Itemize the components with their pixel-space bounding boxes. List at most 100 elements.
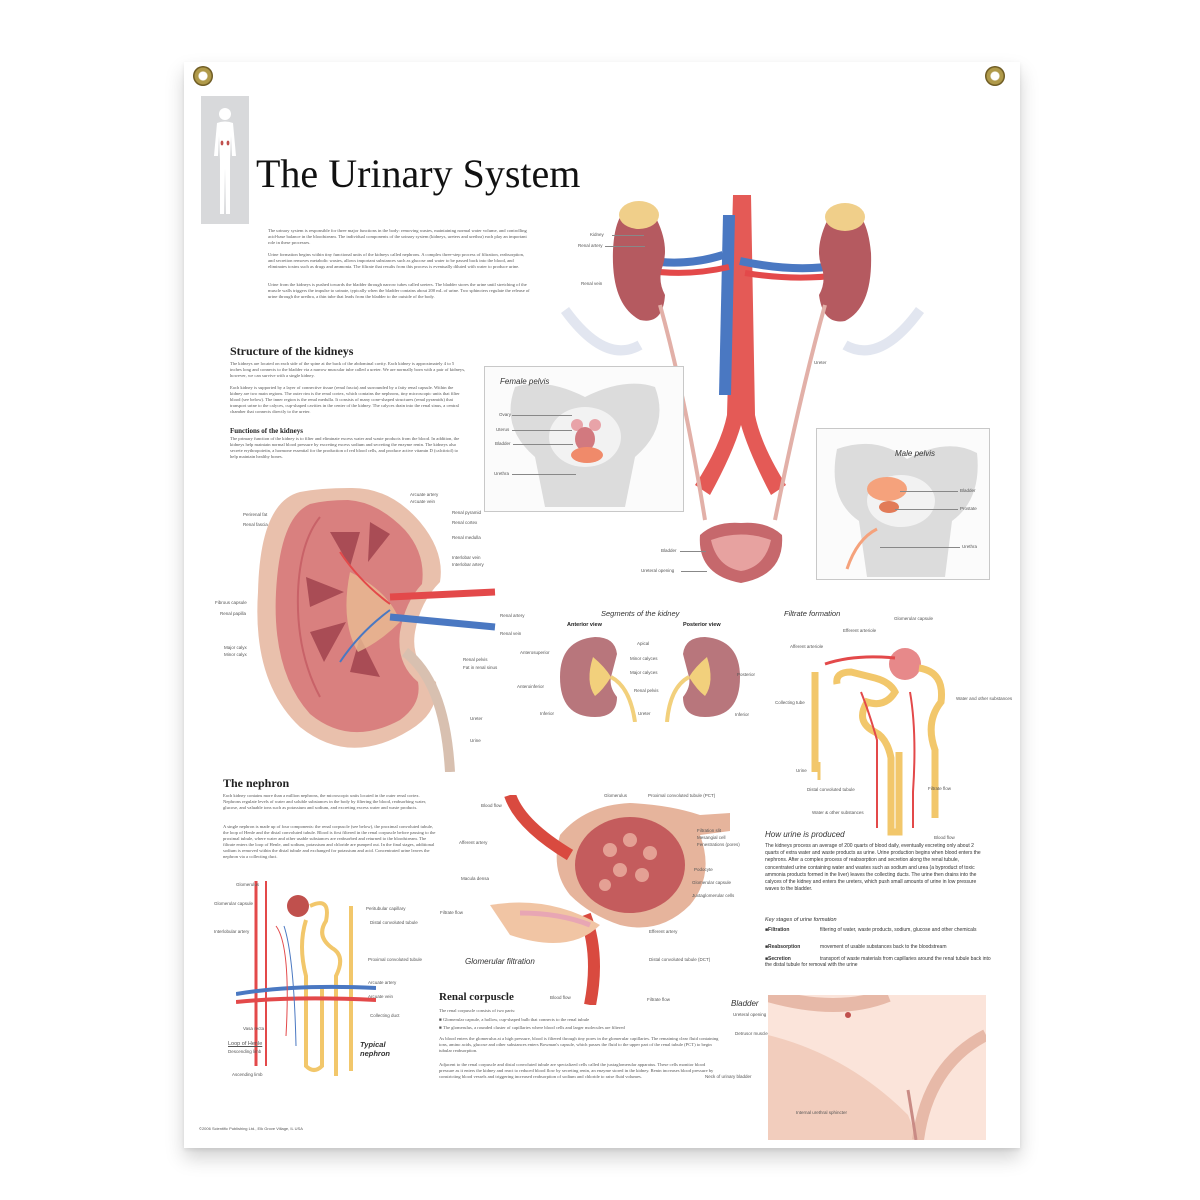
leader-line	[680, 551, 706, 552]
label-neph-capsule: Glomerular capsule	[214, 901, 254, 906]
nephron-heading: The nephron	[223, 776, 290, 790]
male-pelvis-inset	[816, 428, 990, 580]
kidneys-paragraph-2: Each kidney is supported by a layer of c…	[230, 385, 460, 414]
label-neph-glomerulus: Glomerulus	[236, 882, 260, 887]
label-ovary: Ovary	[499, 412, 512, 417]
leader-line	[513, 444, 573, 445]
label-ks-ureter: Ureter	[470, 716, 483, 721]
filtrate-formation-figure	[811, 648, 946, 836]
urinary-tract-figure	[560, 195, 925, 583]
label-pct: Proximal convoluted tubule (PCT)	[648, 793, 716, 798]
label-loop-henle: Loop of Henle	[228, 1041, 263, 1047]
label-gf-glomerular-capsule: Glomerular capsule	[692, 880, 732, 885]
label-posterior-segment: Posterior	[737, 672, 756, 677]
leader-line	[900, 491, 958, 492]
kidney-cross-section-figure	[257, 487, 496, 772]
label-neph-arcuate-artery: Arcuate artery	[368, 980, 397, 985]
label-bl-ureteral-opening: Ureteral opening	[733, 1012, 767, 1017]
leader-line	[512, 430, 572, 431]
label-major-calyx: Major calyx	[224, 645, 247, 650]
label-water-substances: Water and other substances	[956, 696, 1013, 701]
label-perirenal-fat: Perirenal fat	[243, 512, 268, 517]
label-ureter: Ureter	[814, 360, 827, 365]
label-renal-fascia: Renal fascia	[243, 522, 268, 527]
stage-desc: movement of usable substances back to th…	[820, 944, 947, 950]
label-peritubular: Peritubular capillary	[366, 906, 406, 911]
label-gf-filtrate-flow-2: Filtrate flow	[647, 997, 671, 1002]
intro-paragraph-3: Urine from the kidneys is pushed towards…	[268, 282, 530, 299]
label-renal-vein: Renal vein	[581, 281, 603, 286]
leader-line	[880, 547, 960, 548]
label-neph-arcuate-vein: Arcuate vein	[368, 994, 394, 999]
label-renal-cortex: Renal cortex	[452, 520, 478, 525]
label-interlobar-artery: Interlobar artery	[452, 562, 484, 567]
label-efferent-artery: Efferent artery	[649, 929, 678, 934]
stage-name: Secretion	[768, 956, 791, 962]
kidneys-heading: Structure of the kidneys	[230, 344, 354, 358]
label-male-bladder: Bladder	[960, 488, 976, 493]
label-blood-flow: Blood flow	[481, 803, 502, 808]
label-bladder: Bladder	[661, 548, 677, 553]
label-inferior-right: Inferior	[735, 712, 750, 717]
grommet-right	[985, 66, 1005, 86]
label-fil-dct: Distal convoluted tubule	[807, 787, 855, 792]
label-afferent-arteriole: Afferent arteriole	[790, 644, 824, 649]
typical-nephron-figure	[236, 881, 376, 1076]
functions-heading: Functions of the kidneys	[230, 427, 303, 435]
stage-name: Reabsorption	[768, 944, 801, 950]
grommet-left	[193, 66, 213, 86]
typical-nephron-title: Typical nephron	[360, 1040, 390, 1058]
corpuscle-intro: The renal corpuscle consists of two part…	[439, 1008, 516, 1013]
label-water-other: Water & other substances	[812, 810, 864, 815]
stage-desc: filtering of water, waste products, sodi…	[820, 927, 977, 933]
urine-heading: How urine is produced	[765, 830, 845, 839]
corpuscle-paragraph-2: Adjacent to the renal corpuscle and dist…	[439, 1062, 714, 1079]
label-afferent-artery: Afferent artery	[459, 840, 488, 845]
leader-line	[605, 246, 645, 247]
label-ks-urine: Urine	[470, 738, 481, 743]
label-major-calyces: Major calyces	[630, 670, 658, 675]
corpuscle-bullet-1: ■ Glomerular capsule, a hollow, cup-shap…	[439, 1017, 590, 1022]
label-female-urethra: Urethra	[494, 471, 510, 476]
label-detrusor: Detrusor muscle	[735, 1031, 768, 1036]
female-pelvis-inset	[484, 366, 684, 512]
label-fat-renal-sinus: Fat in renal sinus	[463, 665, 498, 670]
intro-paragraph-2: Urine formation begins within tiny funct…	[268, 252, 525, 269]
female-pelvis-title: Female pelvis	[500, 377, 550, 386]
label-gf-filtrate-flow: Filtrate flow	[440, 910, 464, 915]
label-inferior: Inferior	[540, 711, 555, 716]
bladder-title: Bladder	[731, 999, 759, 1008]
nephron-paragraph-2: A single nephron is made up of four comp…	[223, 824, 436, 859]
stage-desc: transport of waste materials from capill…	[765, 956, 991, 968]
label-interlobar-vein: Interlobar vein	[452, 555, 481, 560]
label-arcuate-artery: Arcuate artery	[410, 492, 439, 497]
kidneys-paragraph-1: The kidneys are located on each side of …	[230, 361, 466, 378]
leader-line	[895, 509, 958, 510]
label-vasa-recta: Vasa recta	[243, 1026, 265, 1031]
glomerular-filtration-title: Glomerular filtration	[465, 957, 535, 966]
label-fil-blood-flow: Blood flow	[934, 835, 955, 840]
label-seg-renal-pelvis: Renal pelvis	[634, 688, 659, 693]
label-male-urethra: Urethra	[962, 544, 978, 549]
label-juxtaglomerular: Juxtaglomerular cells	[692, 893, 735, 898]
label-fil-filtrate-flow: Filtrate flow	[928, 786, 952, 791]
label-efferent-arteriole: Efferent arteriole	[843, 628, 877, 633]
label-seg-ureter: Ureter	[638, 711, 651, 716]
label-renal-papilla: Renal papilla	[220, 611, 247, 616]
label-neph-dct: Distal convoluted tubule	[370, 920, 418, 925]
segments-anterior-label: Anterior view	[567, 622, 602, 628]
label-neph-pct: Proximal convoluted tubule	[368, 957, 423, 962]
corpuscle-heading: Renal corpuscle	[439, 991, 514, 1003]
label-fil-glomerular-capsule: Glomerular capsule	[894, 616, 934, 621]
page-title: The Urinary System	[256, 151, 581, 196]
label-ks-renal-artery: Renal artery	[500, 613, 525, 618]
label-renal-pelvis: Renal pelvis	[463, 657, 488, 662]
corpuscle-bullet-2: ■ The glomerulus, a rounded cluster of c…	[439, 1025, 625, 1030]
human-silhouette-icon	[201, 96, 249, 224]
label-arcuate-vein: Arcuate vein	[410, 499, 436, 504]
label-sphincter: Internal urethral sphincter	[796, 1110, 848, 1115]
footer-copyright: ©2006 Scientific Publishing Ltd., Elk Gr…	[199, 1126, 303, 1131]
corpuscle-paragraph-1: As blood enters the glomerulus at a high…	[439, 1036, 719, 1053]
